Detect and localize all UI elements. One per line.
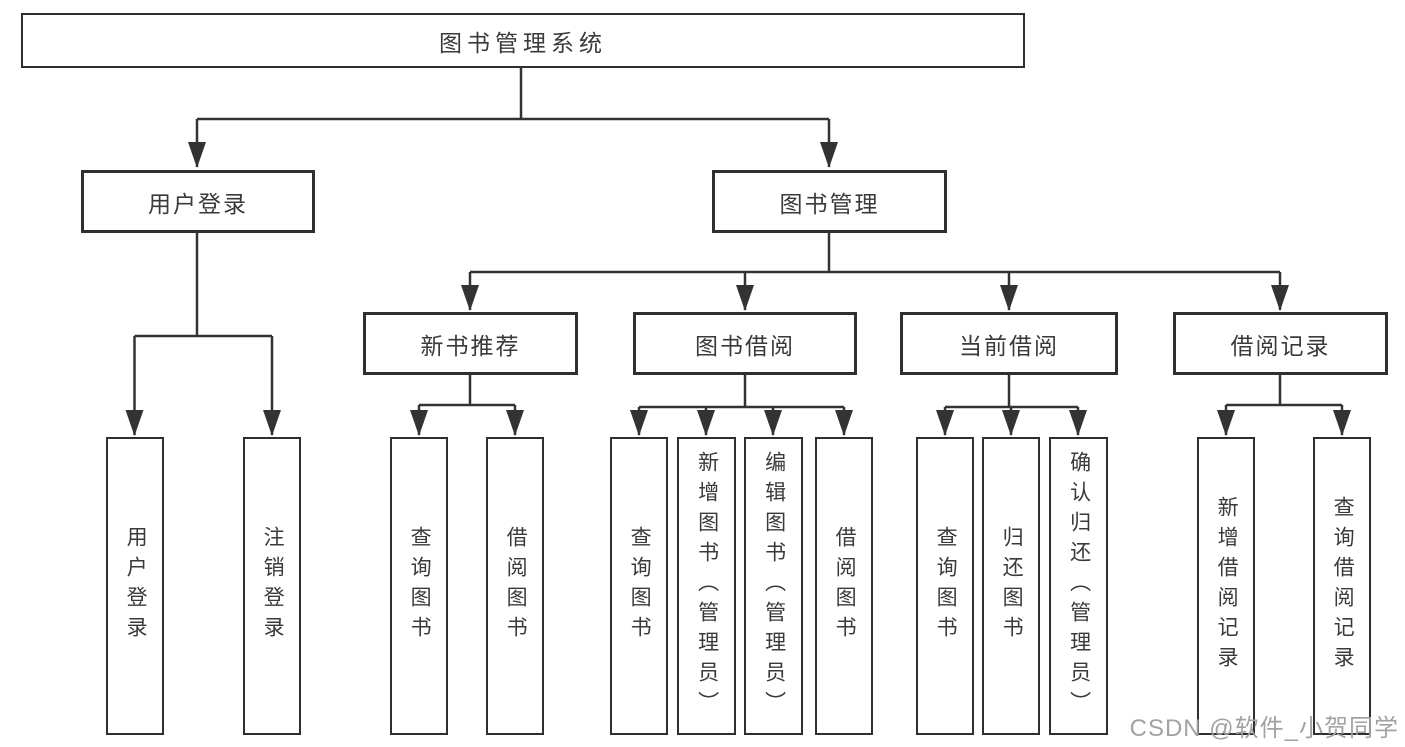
connector-records-children (1226, 375, 1342, 407)
leaf-borrow-book-recommend: 借阅图书 (486, 437, 544, 735)
leaf-query-borrow-record-label: 查询借阅记录 (1331, 496, 1355, 676)
leaf-edit-book-admin: 编辑图书（管理员） (744, 437, 803, 735)
leaf-logout: 注销登录 (243, 437, 301, 735)
leaf-add-borrow-record-label: 新增借阅记录 (1215, 496, 1239, 676)
leaf-borrow-book-label: 借阅图书 (833, 526, 857, 646)
leaf-user-login-label: 用户登录 (124, 526, 148, 646)
connector-newbook-children (419, 375, 515, 407)
node-book-borrowing-label: 图书借阅 (695, 332, 795, 359)
leaf-borrow-book-recommend-label: 借阅图书 (504, 526, 528, 646)
node-user-login-label: 用户登录 (148, 190, 248, 217)
watermark: CSDN @软件_小贺同学 (1129, 715, 1399, 742)
leaf-return-book: 归还图书 (982, 437, 1040, 735)
leaf-user-login: 用户登录 (106, 437, 164, 735)
connector-root-to-level2 (197, 68, 829, 121)
leaf-query-book-recommend-label: 查询图书 (408, 526, 432, 646)
leaf-query-book-current-label: 查询图书 (934, 526, 958, 646)
leaf-add-book-admin-label: 新增图书（管理员） (695, 451, 719, 721)
leaf-confirm-return-admin: 确认归还（管理员） (1049, 437, 1108, 735)
leaf-logout-label: 注销登录 (261, 526, 285, 646)
connector-borrowing-children (639, 375, 844, 409)
node-borrowing-records-label: 借阅记录 (1230, 332, 1331, 359)
leaf-borrow-book: 借阅图书 (815, 437, 873, 735)
node-new-book-recommend: 新书推荐 (363, 312, 578, 375)
leaf-confirm-return-admin-label: 确认归还（管理员） (1067, 451, 1091, 721)
connector-userlogin-children (134, 233, 272, 338)
leaf-add-book-admin: 新增图书（管理员） (677, 437, 736, 735)
connector-bookmgmt-children (470, 233, 1280, 274)
leaf-query-book-recommend: 查询图书 (390, 437, 448, 735)
node-user-login: 用户登录 (81, 170, 315, 233)
node-root-label: 图书管理系统 (439, 29, 607, 56)
leaf-return-book-label: 归还图书 (1000, 526, 1024, 646)
node-borrowing-records: 借阅记录 (1173, 312, 1388, 375)
leaf-query-borrow-record: 查询借阅记录 (1313, 437, 1371, 735)
connector-current-children (945, 375, 1078, 409)
node-root: 图书管理系统 (21, 13, 1025, 68)
leaf-query-book-borrowing-label: 查询图书 (628, 526, 652, 646)
leaf-add-borrow-record: 新增借阅记录 (1197, 437, 1255, 735)
node-book-management-label: 图书管理 (779, 190, 880, 217)
node-current-borrowing: 当前借阅 (900, 312, 1118, 375)
leaf-edit-book-admin-label: 编辑图书（管理员） (762, 451, 786, 721)
leaf-query-book-borrowing: 查询图书 (610, 437, 668, 735)
node-book-borrowing: 图书借阅 (633, 312, 857, 375)
leaf-query-book-current: 查询图书 (916, 437, 974, 735)
node-book-management: 图书管理 (712, 170, 947, 233)
node-current-borrowing-label: 当前借阅 (959, 332, 1059, 359)
node-new-book-recommend-label: 新书推荐 (420, 332, 521, 359)
